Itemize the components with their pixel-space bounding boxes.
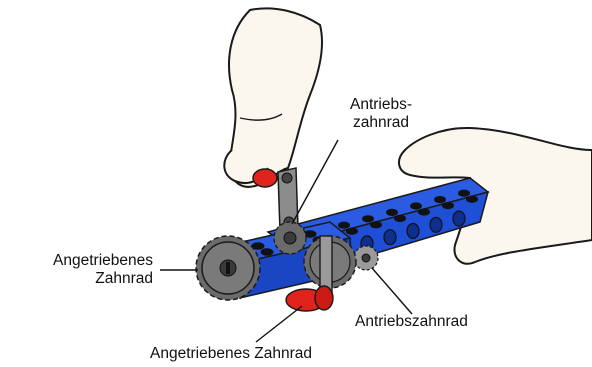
leader-drive-gear-top	[292, 140, 338, 224]
label-drive-gear-top-line1: Antriebs-	[326, 96, 436, 114]
beam-stud	[442, 202, 454, 209]
beam-stud	[458, 190, 470, 197]
beam-stud	[434, 196, 446, 203]
red-bushing-cap	[315, 286, 333, 310]
label-drive-gear-top: Antriebs- zahnrad	[326, 96, 436, 132]
beam-stud	[386, 209, 398, 216]
leader-drive-gear-right	[372, 268, 412, 314]
drive-gear-middle-hub	[284, 232, 296, 244]
drive-gear-right-hub	[362, 254, 370, 262]
label-driven-gear-left-line1: Angetriebenes	[0, 252, 153, 270]
beam-stud	[362, 215, 374, 222]
label-driven-gear-left-line2: Zahnrad	[0, 270, 153, 288]
label-driven-gear-bottom: Angetriebenes Zahnrad	[150, 345, 312, 363]
beam-hole	[430, 217, 442, 232]
beam-stud	[370, 221, 382, 228]
red-handle-top-cap	[253, 169, 277, 187]
left-hand	[224, 8, 322, 186]
leader-driven-gear-bottom	[256, 306, 302, 342]
driven-gear-left	[196, 236, 260, 300]
red-handle-top	[253, 169, 277, 187]
label-drive-gear-top-line2: zahnrad	[326, 114, 436, 132]
drive-gear-right	[354, 246, 378, 270]
label-drive-gear-right: Antriebszahnrad	[355, 313, 468, 331]
beam-hole	[407, 224, 419, 239]
beam-stud	[346, 228, 358, 235]
beam-stud	[466, 196, 478, 203]
red-bushing	[286, 286, 333, 311]
beam-stud	[394, 215, 406, 222]
beam-hole	[384, 230, 396, 245]
beam-stud	[338, 222, 350, 229]
base-brick-stud	[261, 248, 274, 256]
drive-gear-middle	[274, 222, 306, 254]
label-driven-gear-left: Angetriebenes Zahnrad	[0, 252, 153, 288]
beam-stud	[418, 208, 430, 215]
beam-stud	[410, 202, 422, 209]
crank-top-hole	[282, 173, 292, 183]
driven-gear-left-axle-hole	[226, 262, 230, 274]
beam-hole	[453, 211, 465, 226]
